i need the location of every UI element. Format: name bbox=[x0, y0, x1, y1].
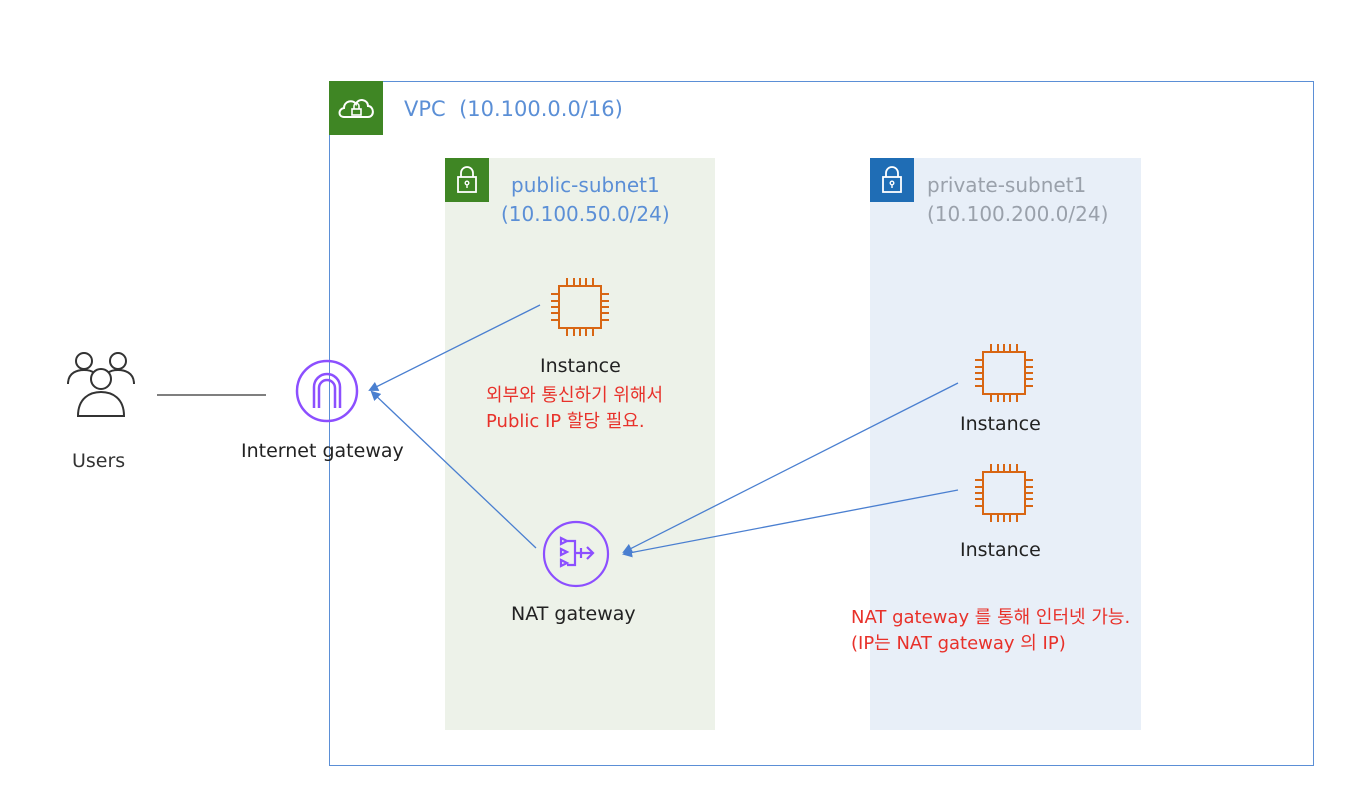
private-instance2-label: Instance bbox=[960, 539, 1041, 561]
vpc-boundary bbox=[329, 81, 1314, 766]
private-instance1-ec2-instance-icon bbox=[971, 340, 1037, 410]
vpc-cidr: (10.100.0.0/16) bbox=[459, 97, 623, 121]
vpc-cloud-lock-icon bbox=[329, 81, 383, 135]
private-instance2-to-nat-arrow bbox=[622, 489, 959, 558]
nat-gateway-icon bbox=[541, 519, 611, 593]
internet-gateway-icon bbox=[294, 358, 360, 428]
private-subnet-cidr: (10.100.200.0/24) bbox=[927, 202, 1109, 226]
vpc-name: VPC bbox=[404, 97, 446, 121]
public-instance-note-line1: 외부와 통신하기 위해서 bbox=[486, 385, 664, 406]
public-instance-to-igw-arrow bbox=[368, 304, 541, 391]
nat-gateway-label: NAT gateway bbox=[511, 603, 636, 625]
internet-gateway-label: Internet gateway bbox=[241, 440, 404, 462]
vpc-title: VPC (10.100.0.0/16) bbox=[404, 97, 623, 121]
nat-to-igw-arrow bbox=[370, 390, 537, 549]
public-instance-label: Instance bbox=[540, 355, 621, 377]
private-note-line2: (IP는 NAT gateway 의 IP) bbox=[851, 633, 1066, 654]
private-instance1-to-nat-arrow bbox=[622, 382, 959, 553]
private-subnet-note: NAT gateway 를 통해 인터넷 가능. (IP는 NAT gatewa… bbox=[851, 605, 1130, 657]
public-subnet-name: public-subnet1 bbox=[511, 173, 660, 197]
private-subnet-title: private-subnet1 (10.100.200.0/24) bbox=[927, 171, 1108, 229]
public-subnet-title: public-subnet1 (10.100.50.0/24) bbox=[501, 171, 670, 229]
private-instance2-ec2-instance-icon bbox=[971, 460, 1037, 530]
users-label: Users bbox=[72, 450, 126, 472]
private-subnet-name: private-subnet1 bbox=[927, 173, 1087, 197]
public-subnet-padlock-icon bbox=[445, 158, 489, 202]
users-icon bbox=[64, 350, 138, 424]
private-subnet-area bbox=[870, 158, 1141, 730]
public-instance-note-line2: Public IP 할당 필요. bbox=[486, 411, 645, 432]
private-subnet-padlock-icon bbox=[870, 158, 914, 202]
public-instance-note: 외부와 통신하기 위해서 Public IP 할당 필요. bbox=[486, 383, 663, 435]
public-subnet-area bbox=[445, 158, 715, 730]
public-subnet-cidr: (10.100.50.0/24) bbox=[501, 202, 670, 226]
private-note-line1: NAT gateway 를 통해 인터넷 가능. bbox=[851, 607, 1131, 628]
private-instance1-label: Instance bbox=[960, 413, 1041, 435]
public-instance-ec2-instance-icon bbox=[547, 274, 613, 344]
